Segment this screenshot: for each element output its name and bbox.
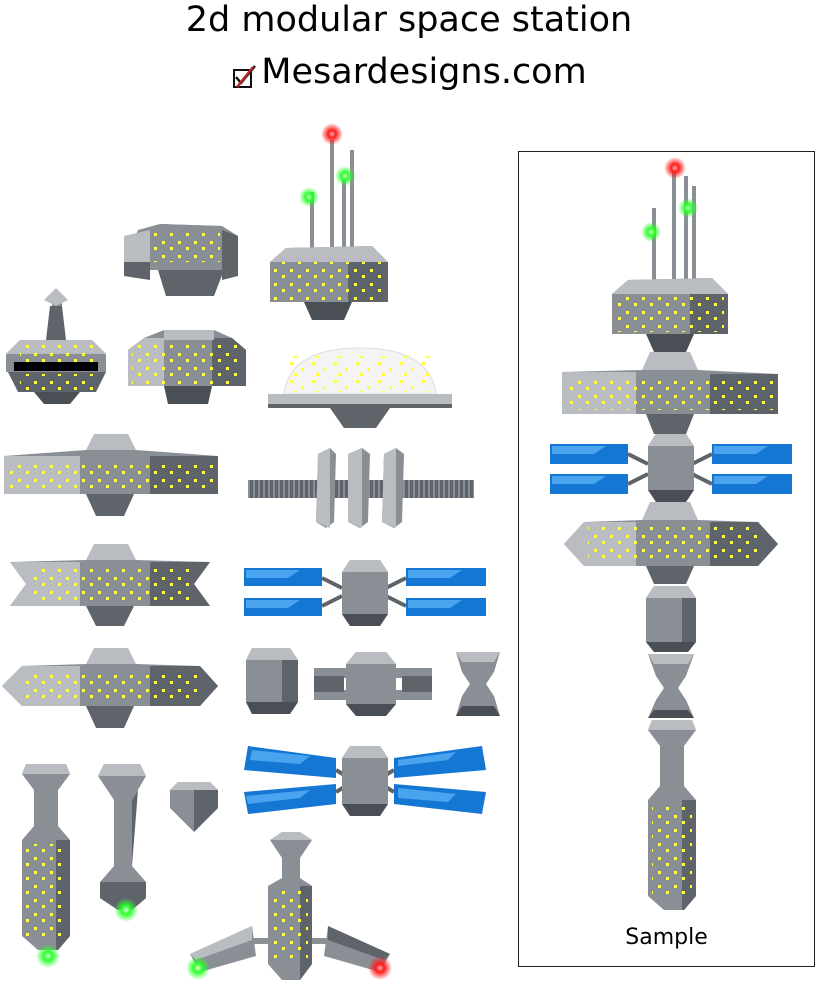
barrel-module — [246, 648, 298, 714]
green-beacon-icon — [678, 198, 698, 218]
sample-label: Sample — [625, 925, 708, 950]
spiked-hull-module — [10, 544, 210, 626]
brand-line: Mesardesigns.com — [0, 52, 818, 99]
red-beacon-icon — [664, 157, 686, 179]
tapered-pillar-module — [98, 764, 146, 922]
green-beacon-icon — [114, 898, 138, 922]
solar-panel-module — [244, 560, 486, 626]
brand-text: Mesardesigns.com — [261, 52, 587, 92]
dome-module — [268, 347, 452, 428]
docking-connector-module — [314, 652, 432, 716]
tall-pillar-module — [22, 764, 70, 968]
green-beacon-icon — [36, 944, 60, 968]
angled-solar-module — [244, 746, 486, 816]
red-beacon-icon — [321, 123, 343, 145]
sample-station-assembly — [550, 157, 792, 910]
green-beacon-icon — [299, 187, 319, 207]
pointed-hull-module — [2, 648, 218, 728]
round-hull-module — [128, 330, 246, 404]
check-slash-logo-icon — [231, 59, 257, 88]
top-hull-module — [124, 224, 238, 296]
page-title: 2d modular space station — [185, 0, 633, 40]
diamond-module — [170, 782, 218, 832]
red-beacon-icon — [368, 956, 392, 980]
green-beacon-icon — [641, 222, 661, 242]
hourglass-module — [456, 652, 500, 716]
green-beacon-icon — [335, 166, 355, 186]
antenna-module — [270, 123, 388, 320]
winged-module — [186, 832, 392, 980]
sample-frame — [518, 151, 815, 967]
long-hull-module — [4, 434, 218, 516]
truss-radiator-module — [248, 448, 474, 528]
spire-pod-module — [6, 288, 106, 404]
green-beacon-icon — [186, 956, 210, 980]
